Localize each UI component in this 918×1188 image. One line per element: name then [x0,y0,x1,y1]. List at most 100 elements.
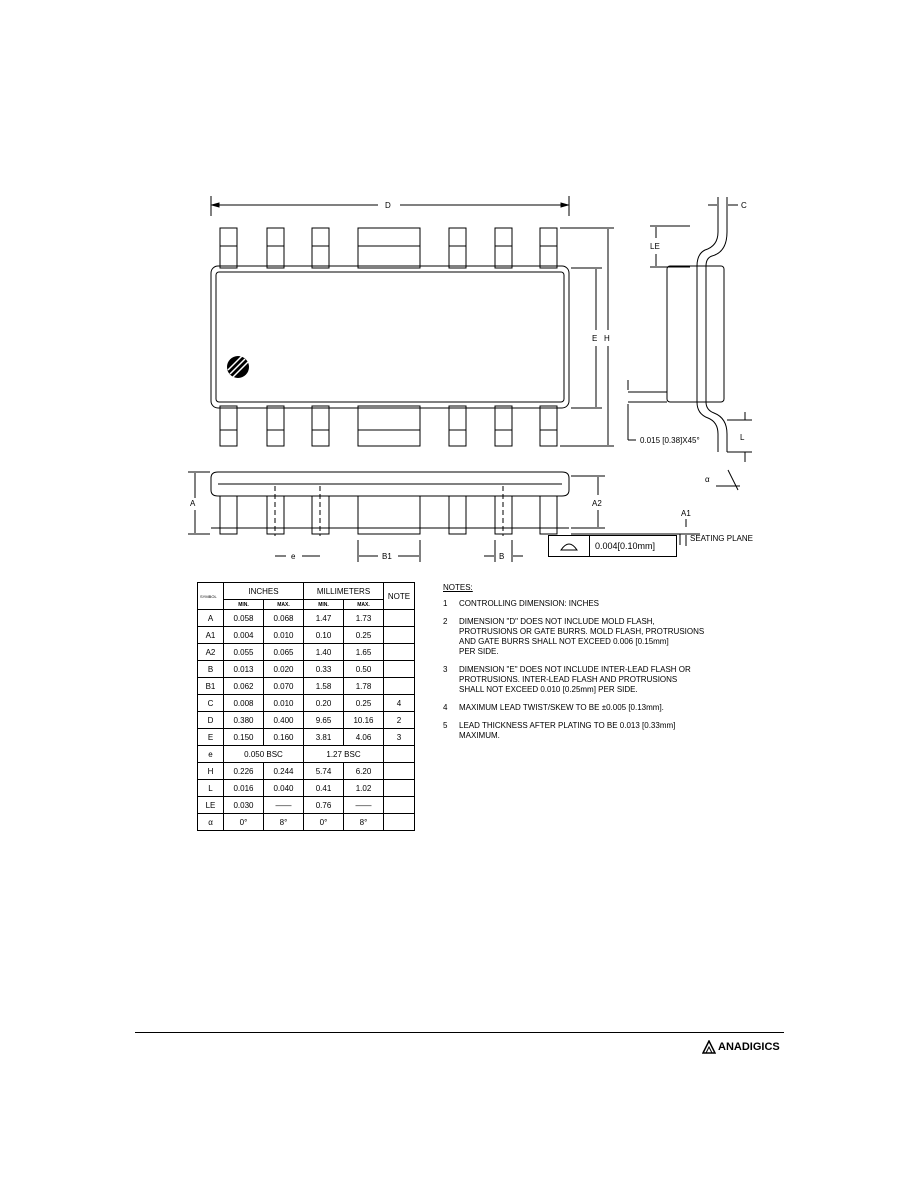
table-cell: A2 [197,643,224,661]
table-cell: 10.16 [343,711,384,729]
label-B: B [499,552,504,561]
table-cell: 0.065 [263,643,304,661]
note-number: 3 [443,665,448,674]
dimension-table: SYMBOL INCHES MILLIMETERS NOTE MIN. MAX.… [197,582,415,831]
table-cell: C [197,694,224,712]
table-cell: 9.65 [303,711,344,729]
table-cell: 2 [383,711,415,729]
table-cell [383,643,415,661]
label-E: E [592,334,597,343]
table-cell: 0.160 [263,728,304,746]
note-item: 4 MAXIMUM LEAD TWIST/SKEW TO BE ±0.005 [0… [443,703,773,713]
table-cell: α [197,813,224,831]
table-cell: 0.016 [223,779,264,797]
table-cell [383,813,415,831]
table-cell [383,745,415,763]
table-cell: 0.226 [223,762,264,780]
table-cell: 1.27 BSC [303,745,384,763]
table-cell: 0.20 [303,694,344,712]
table-cell: 8° [263,813,304,831]
table-cell: 0.068 [263,609,304,627]
table-cell: 1.78 [343,677,384,695]
table-cell: 1.65 [343,643,384,661]
table-cell: 0.030 [223,796,264,814]
table-cell: 0.150 [223,728,264,746]
table-cell: 0.33 [303,660,344,678]
label-D: D [385,201,391,210]
table-cell: 0° [303,813,344,831]
table-cell [383,626,415,644]
table-cell: 1.40 [303,643,344,661]
table-cell [383,796,415,814]
note-number: 5 [443,721,448,730]
table-cell: H [197,762,224,780]
table-cell: 0.400 [263,711,304,729]
table-cell: LE [197,796,224,814]
sub-header: MAX. [343,599,384,610]
label-A1: A1 [681,509,691,518]
sub-header: MIN. [303,599,344,610]
table-cell: 0.25 [343,694,384,712]
side-view [627,197,752,491]
front-view [188,471,700,562]
table-cell: 0.25 [343,626,384,644]
table-cell: 0.070 [263,677,304,695]
table-cell [383,677,415,695]
notes-title: NOTES: [443,583,473,592]
brand-logo: ANADIGICS [702,1038,784,1056]
note-text: LEAD THICKNESS AFTER PLATING TO BE 0.013… [459,721,676,740]
table-cell: 0.41 [303,779,344,797]
table-cell: 0.008 [223,694,264,712]
table-cell: 0.062 [223,677,264,695]
label-seating-plane: SEATING PLANE [690,534,753,543]
note-number: 2 [443,617,448,626]
table-cell: 0.010 [263,626,304,644]
table-cell: 3 [383,728,415,746]
table-cell: D [197,711,224,729]
label-C: C [741,201,747,210]
table-cell: 4.06 [343,728,384,746]
note-text: MAXIMUM LEAD TWIST/SKEW TO BE ±0.005 [0.… [459,703,664,712]
flatness-value: 0.004[0.10mm] [595,541,656,551]
note-number: 4 [443,703,448,712]
label-A: A [190,499,196,508]
table-cell: —— [343,796,384,814]
table-cell: B1 [197,677,224,695]
table-cell: 0.010 [263,694,304,712]
table-cell: 4 [383,694,415,712]
table-cell: 8° [343,813,384,831]
label-L: L [740,433,745,442]
table-cell: 3.81 [303,728,344,746]
table-cell: 6.20 [343,762,384,780]
table-cell: B [197,660,224,678]
table-cell [383,779,415,797]
note-item: 5 LEAD THICKNESS AFTER PLATING TO BE 0.01… [443,721,773,741]
table-cell: L [197,779,224,797]
symbol-corner: SYMBOL [197,582,224,610]
table-cell [383,762,415,780]
table-cell [383,609,415,627]
table-cell: 1.02 [343,779,384,797]
anadigics-logo-icon [702,1040,716,1054]
table-cell: A [197,609,224,627]
table-cell: 0.244 [263,762,304,780]
label-LE: LE [650,242,660,251]
table-cell: 0.013 [223,660,264,678]
table-cell: 0.50 [343,660,384,678]
sub-header: MIN. [223,599,264,610]
label-B1: B1 [382,552,392,561]
